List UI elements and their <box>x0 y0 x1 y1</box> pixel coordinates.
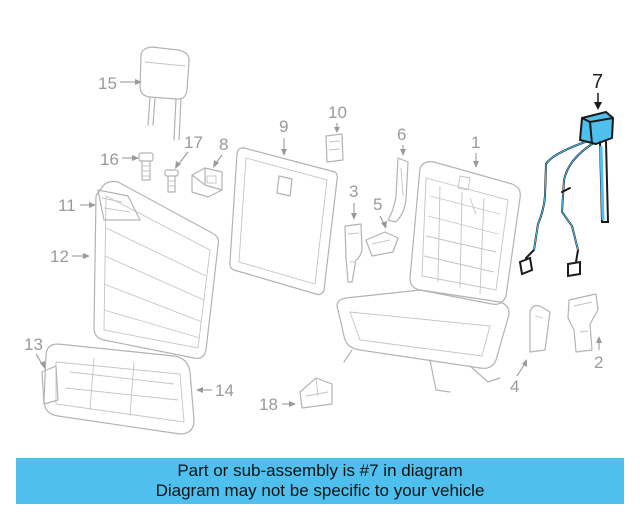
banner-line-disclaimer: Diagram may not be specific to your vehi… <box>155 481 485 500</box>
callout-2: 2 <box>594 336 603 372</box>
part-7-seat-latch-harness <box>518 111 614 278</box>
part-3-latch <box>344 223 363 283</box>
callout-4: 4 <box>510 359 527 396</box>
callout-label: 18 <box>259 395 278 414</box>
part-9-back-panel <box>229 147 338 296</box>
callout-12: 12 <box>50 247 90 266</box>
part-8-bracket <box>191 167 223 198</box>
callout-label: 1 <box>471 133 480 152</box>
callout-1: 1 <box>471 133 480 168</box>
banner-line-part: Part or sub-assembly is #7 in diagram <box>177 461 463 480</box>
callout-label: 13 <box>24 335 43 354</box>
callout-label: 12 <box>50 247 69 266</box>
callout-label: 15 <box>98 74 117 93</box>
part-4-side-panel <box>529 305 551 353</box>
callout-label: 11 <box>58 196 76 215</box>
part-10-clip <box>325 133 344 163</box>
part-18-latch-cover <box>299 377 333 409</box>
part-2-bracket <box>567 293 599 353</box>
callout-label: 16 <box>100 150 119 169</box>
callout-18: 18 <box>259 395 296 414</box>
callout-label: 17 <box>184 133 203 152</box>
callout-8: 8 <box>213 135 228 168</box>
callout-label: 9 <box>279 117 288 136</box>
callout-14: 14 <box>196 381 234 400</box>
part-17-screw <box>164 169 179 193</box>
part-16-bolt <box>138 152 154 181</box>
callout-6: 6 <box>397 125 406 156</box>
callout-label: 5 <box>373 195 382 214</box>
parts-diagram: 15 16 17 8 9 <box>24 46 614 435</box>
callout-label: 14 <box>215 381 234 400</box>
part-1-seat-frame <box>336 161 521 393</box>
callout-17: 17 <box>175 133 203 169</box>
callout-10: 10 <box>328 103 347 133</box>
part-11-12-seat-back <box>93 180 220 359</box>
callout-label: 3 <box>349 182 358 201</box>
callout-label: 10 <box>328 103 347 122</box>
callout-16: 16 <box>100 150 139 169</box>
callout-label: 2 <box>594 353 603 372</box>
callout-9: 9 <box>279 117 288 156</box>
callout-3: 3 <box>349 182 358 220</box>
part-13-14-seat-cushion <box>41 343 195 435</box>
info-banner: Part or sub-assembly is #7 in diagram Di… <box>16 458 624 504</box>
callout-15: 15 <box>98 74 142 93</box>
callout-5: 5 <box>373 195 387 229</box>
callout-11: 11 <box>58 196 96 215</box>
callout-7: 7 <box>592 71 603 110</box>
callout-label: 8 <box>219 135 228 154</box>
callout-13: 13 <box>24 335 45 369</box>
part-15-headrest <box>139 46 190 141</box>
part-6-trim-strip <box>387 157 409 223</box>
part-5-guide <box>365 231 399 257</box>
callout-label: 7 <box>592 71 603 93</box>
callout-label: 4 <box>510 377 519 396</box>
callout-label: 6 <box>397 125 406 144</box>
